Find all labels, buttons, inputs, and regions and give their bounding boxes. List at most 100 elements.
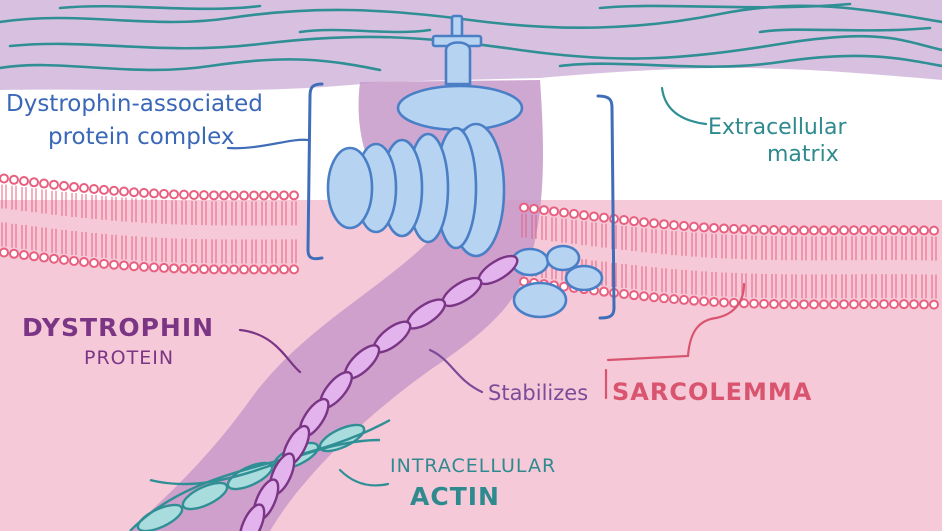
lipid-head: [149, 262, 159, 273]
lipid-head: [649, 292, 659, 303]
lipid-head: [229, 190, 239, 201]
actin-label: ACTIN: [410, 482, 500, 511]
lipid-head: [109, 185, 119, 196]
lipid-head: [29, 251, 39, 262]
lipid-head: [849, 225, 859, 236]
extracellular-fibers: [0, 2, 942, 72]
lipid-head: [669, 294, 679, 305]
lipid-head: [909, 299, 919, 310]
lipid-head: [779, 299, 789, 310]
lipid-head: [209, 264, 219, 275]
lipid-head: [809, 299, 819, 310]
lipid-head: [859, 225, 869, 236]
stabilizes-leader: [428, 348, 484, 394]
lipid-head: [889, 225, 899, 236]
lipid-head: [89, 183, 99, 194]
lipid-head: [159, 188, 169, 199]
dapc-label-line2: protein complex: [48, 124, 235, 150]
lipid-head: [179, 263, 189, 274]
lipid-head: [719, 223, 729, 234]
intracellular-label: INTRACELLULAR: [390, 455, 557, 477]
lipid-head: [749, 224, 759, 235]
dystrophin-label: DYSTROPHIN: [22, 313, 215, 342]
stabilizes-label: Stabilizes: [488, 381, 589, 405]
lipid-head: [889, 299, 899, 310]
sarcoglycan-discs: [326, 126, 478, 250]
dystrophin-leader: [238, 328, 302, 374]
lipid-head: [559, 207, 569, 218]
lipid-head: [599, 286, 609, 297]
lipid-head: [289, 190, 299, 201]
lipid-head: [709, 222, 719, 233]
lipid-head: [659, 293, 669, 304]
lipid-head: [119, 260, 129, 271]
ecm-label-line2: matrix: [767, 142, 839, 167]
lipid-head: [0, 173, 9, 184]
dapc-leader: [226, 138, 310, 150]
lipid-head: [19, 250, 29, 261]
lipid-head: [219, 190, 229, 201]
lipid-head: [679, 220, 689, 231]
actin-leader: [338, 468, 390, 487]
lipid-head: [119, 186, 129, 197]
protein-label: PROTEIN: [84, 347, 175, 369]
lipid-head: [199, 190, 209, 201]
lipid-head: [619, 289, 629, 300]
lipid-head: [49, 253, 59, 264]
syntrophin-blobs: [510, 244, 604, 319]
lipid-head: [639, 217, 649, 228]
lipid-head: [149, 188, 159, 199]
lipid-head: [799, 225, 809, 236]
lipid-head: [839, 299, 849, 310]
lipid-head: [559, 281, 569, 292]
lipid-head: [759, 298, 769, 309]
lipid-head: [699, 296, 709, 307]
lipid-head: [289, 264, 299, 275]
lipid-head: [619, 215, 629, 226]
lipid-head: [879, 225, 889, 236]
lipid-head: [899, 225, 909, 236]
lipid-head: [189, 263, 199, 274]
sarcolemma-label: SARCOLEMMA: [612, 378, 813, 406]
lipid-head: [769, 225, 779, 236]
lipid-head: [669, 220, 679, 231]
lipid-head: [799, 299, 809, 310]
lipid-head: [269, 264, 279, 275]
lipid-head: [679, 294, 689, 305]
lipid-head: [859, 299, 869, 310]
lipid-head: [49, 179, 59, 190]
lipid-head: [729, 223, 739, 234]
lipid-head: [69, 181, 79, 192]
lipid-head: [599, 212, 609, 223]
lipid-head: [169, 263, 179, 274]
lipid-head: [629, 216, 639, 227]
lipid-head: [179, 189, 189, 200]
lipid-head: [929, 225, 939, 236]
lipid-head: [19, 176, 29, 187]
ecm-leader: [660, 86, 708, 126]
lipid-head: [689, 221, 699, 232]
lipid-head: [819, 299, 829, 310]
lipid-head: [789, 299, 799, 310]
lipid-head: [139, 261, 149, 272]
lipid-head: [759, 224, 769, 235]
lipid-head: [99, 184, 109, 195]
ecm-label-line1: Extracellular: [708, 115, 847, 140]
lipid-head: [749, 298, 759, 309]
lipid-head: [39, 252, 49, 263]
lipid-head: [249, 264, 259, 275]
lipid-head: [709, 296, 719, 307]
lipid-head: [699, 222, 709, 233]
lipid-head: [929, 299, 939, 310]
lipid-head: [209, 190, 219, 201]
lipid-head: [239, 264, 249, 275]
dystrophin-segment: [238, 503, 266, 531]
lipid-head: [829, 299, 839, 310]
lipid-head: [879, 299, 889, 310]
lipid-head: [919, 299, 929, 310]
lipid-head: [269, 190, 279, 201]
lipid-head: [219, 264, 229, 275]
lipid-head: [689, 295, 699, 306]
